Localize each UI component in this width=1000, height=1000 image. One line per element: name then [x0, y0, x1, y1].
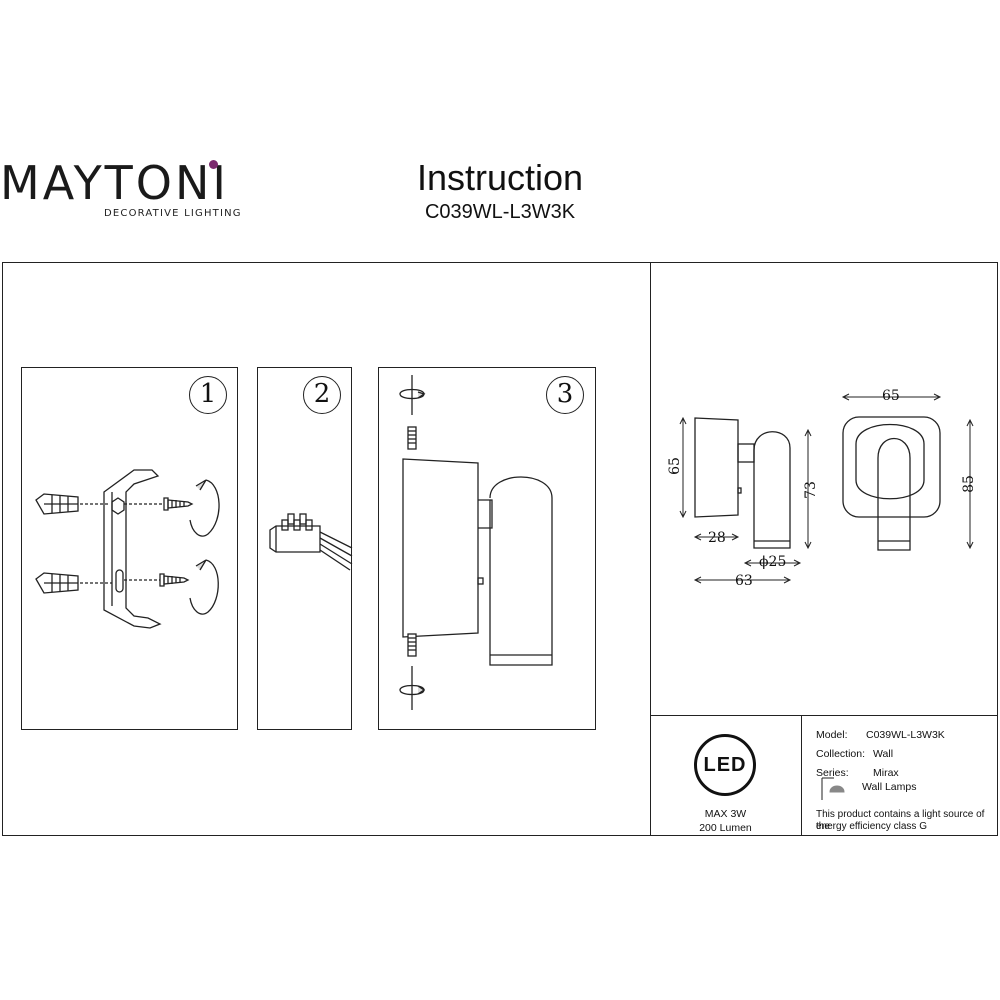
- screw-icon: [163, 497, 194, 511]
- dim-front-width: 65: [882, 388, 900, 404]
- brand-tagline: DECORATIVE LIGHTING: [104, 208, 242, 219]
- step-number-2: 2: [303, 376, 341, 414]
- spec-energy-line-2: energy efficiency class G: [816, 821, 927, 832]
- hex-key-icon: [399, 375, 426, 450]
- spec-series-value: Mirax: [873, 767, 899, 779]
- mounting-bracket: [103, 469, 162, 629]
- rotate-arrow-icon: [189, 479, 220, 615]
- led-power: MAX 3W: [704, 808, 747, 820]
- dowel-icon: [35, 572, 79, 594]
- step-panel-1: [21, 367, 238, 730]
- dim-total-depth: 63: [735, 573, 753, 589]
- dim-side-height: 65: [666, 457, 683, 475]
- dowel-icon: [35, 493, 79, 515]
- side-view-drawing: [694, 417, 791, 549]
- terminal-block-icon: [269, 513, 353, 571]
- step-number-3: 3: [546, 376, 584, 414]
- step-number-1: 1: [189, 376, 227, 414]
- step-panel-3: [378, 367, 596, 730]
- screw-icon: [159, 573, 190, 587]
- dimension-lines: [679, 393, 974, 584]
- brand-logo: MAYTONI: [0, 156, 229, 210]
- wall-lamp-icon: [821, 777, 845, 800]
- main-divider: [650, 262, 651, 836]
- dim-diameter: ϕ25: [759, 554, 787, 570]
- spec-collection-value: Wall: [873, 748, 894, 760]
- spec-collection-label: Collection:: [816, 748, 866, 760]
- document-model: C039WL-L3W3K: [424, 201, 576, 223]
- instruction-frame: [2, 262, 998, 836]
- led-lumen: 200 Lumen: [699, 822, 752, 834]
- hex-key-icon: [399, 633, 426, 710]
- spec-model-value: C039WL-L3W3K: [866, 729, 945, 741]
- led-badge: LED: [694, 734, 756, 796]
- info-divider: [650, 715, 998, 716]
- spec-model-label: Model:: [816, 729, 848, 741]
- spec-series-label: Series:: [816, 767, 849, 779]
- lamp-assembly: [402, 458, 553, 666]
- front-view-drawing: [842, 416, 941, 551]
- brand-logo-dot: [209, 160, 218, 169]
- dim-front-height: 85: [960, 475, 977, 493]
- step-panel-2: [257, 367, 352, 730]
- dim-arm-height: 73: [802, 481, 819, 499]
- spec-type-value: Wall Lamps: [862, 781, 917, 793]
- dim-side-depth: 28: [708, 530, 726, 546]
- document-title: Instruction: [416, 157, 584, 198]
- info-column-divider: [801, 715, 802, 836]
- spec-energy-line-1: This product contains a light source of …: [816, 809, 985, 832]
